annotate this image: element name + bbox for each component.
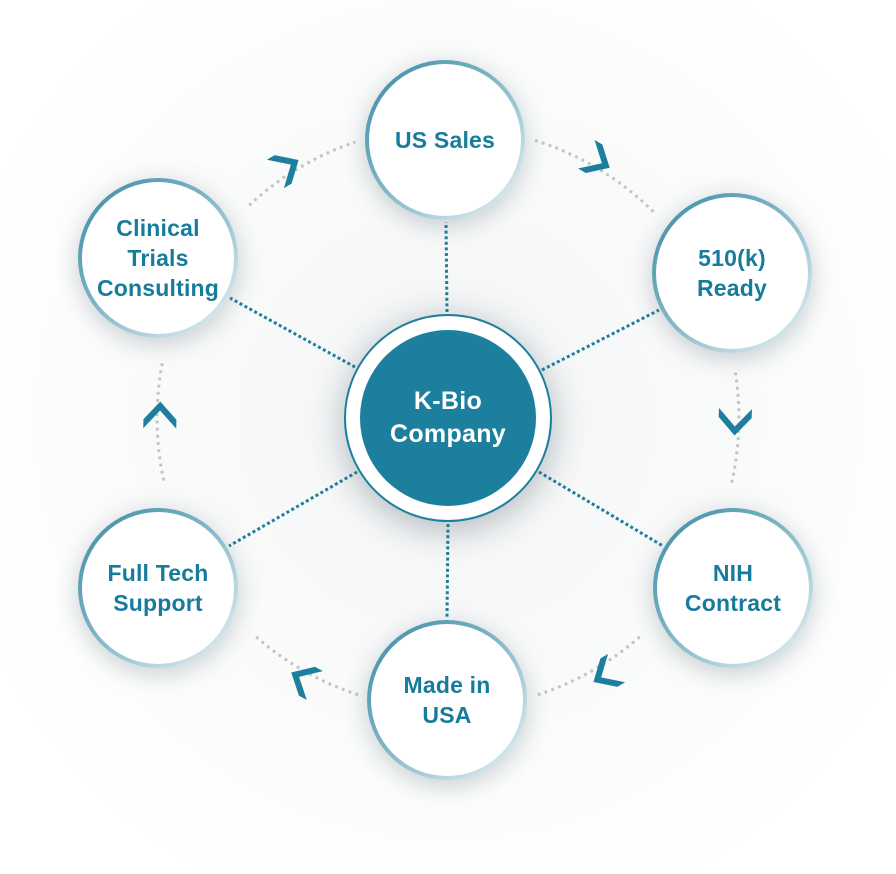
node-full-tech-line-2: Support — [113, 590, 203, 616]
arc-us-sales-to-510k — [534, 138, 655, 214]
arrow-510k-to-nih-icon — [718, 407, 752, 436]
node-full-tech-support-label: Full Tech Support — [107, 558, 208, 618]
hub-inner-circle: K-Bio Company — [360, 330, 536, 506]
node-510k-ready: 510(k) Ready — [652, 193, 812, 353]
node-clinical-line-2: Trials — [127, 245, 189, 271]
cycle-arrows — [143, 139, 752, 700]
node-made-in-usa: Made in USA — [367, 620, 527, 780]
node-made-in-usa-label: Made in USA — [403, 670, 490, 730]
arrow-us-sales-to-510k-icon — [578, 139, 610, 174]
node-nih-line-1: NIH — [712, 560, 754, 586]
arrow-clinical-to-us-sales-icon — [266, 155, 299, 189]
arrow-full-tech-to-clinical-icon — [143, 401, 177, 429]
arc-made-in-usa-to-full-tech — [253, 634, 359, 697]
node-full-tech-line-1: Full Tech — [107, 560, 209, 586]
arc-clinical-to-us-sales — [248, 140, 356, 207]
spoke-to-made-in-usa — [445, 523, 450, 619]
hub-circle-k-bio-company: K-Bio Company — [344, 314, 552, 522]
arrow-nih-to-made-in-usa-icon — [593, 653, 626, 687]
node-us-sales: US Sales — [365, 60, 525, 220]
arc-full-tech-to-clinical — [155, 362, 166, 481]
arc-nih-to-made-in-usa — [537, 635, 641, 697]
node-clinical-trials-label: Clinical Trials Consulting — [97, 213, 219, 303]
spoke-to-clinical-trials — [229, 296, 356, 369]
hub-label-line-2: Company — [389, 420, 506, 448]
spoke-to-510k-ready — [541, 308, 660, 372]
node-nih-line-2: Contract — [684, 590, 782, 616]
node-clinical-trials-consulting: Clinical Trials Consulting — [78, 178, 238, 338]
node-clinical-line-1: Clinical — [116, 215, 200, 241]
hub-label: K-Bio Company — [390, 385, 506, 451]
node-nih-contract: NIH Contract — [653, 508, 813, 668]
node-us-sales-line-1: US Sales — [394, 127, 496, 153]
node-made-line-2: USA — [422, 702, 472, 728]
node-510k-ready-label: 510(k) Ready — [697, 243, 767, 303]
spoke-to-us-sales — [444, 221, 449, 313]
arrow-made-in-usa-to-full-tech-icon — [291, 666, 323, 700]
node-us-sales-label: US Sales — [395, 125, 495, 155]
node-clinical-line-3: Consulting — [96, 275, 220, 301]
hub-label-line-1: K-Bio — [413, 387, 483, 415]
node-full-tech-support: Full Tech Support — [78, 508, 238, 668]
spoke-to-full-tech-support — [228, 470, 358, 548]
node-510k-line-1: 510(k) — [698, 245, 766, 271]
arc-510k-to-nih — [730, 372, 741, 483]
node-made-line-1: Made in — [403, 672, 491, 698]
spoke-to-nih-contract — [538, 470, 664, 548]
node-510k-line-2: Ready — [696, 275, 768, 301]
node-nih-contract-label: NIH Contract — [685, 558, 781, 618]
